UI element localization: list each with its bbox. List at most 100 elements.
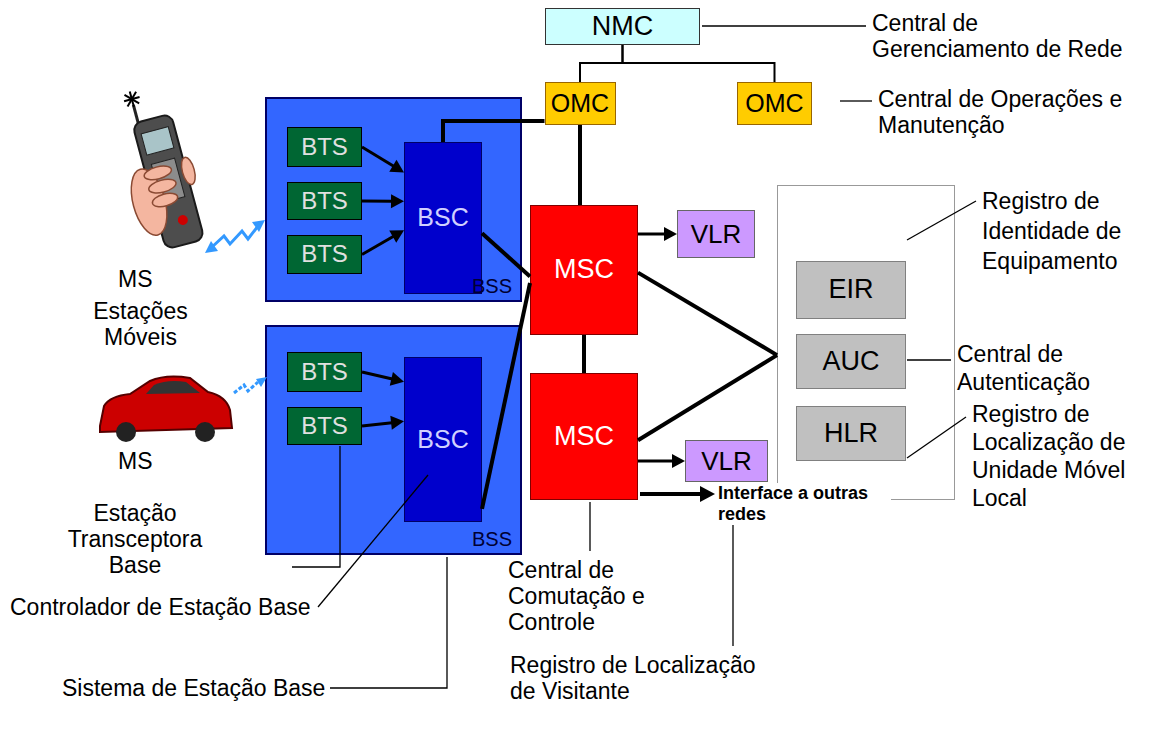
label-holder: Estações Móveis <box>88 298 193 350</box>
mobile-phone-in-hand <box>105 81 213 255</box>
connector <box>482 283 530 509</box>
vlr-box: VLR <box>677 210 755 258</box>
label-holder: Central de Gerenciamento de Rede <box>872 10 1134 62</box>
connector-line <box>638 460 673 463</box>
star-ray <box>124 97 139 101</box>
connector-line <box>582 335 586 373</box>
node-label: BSC <box>417 426 468 454</box>
arrowhead <box>391 194 404 208</box>
phone-body <box>132 114 204 250</box>
phone-antenna <box>133 105 138 124</box>
callout-label: Central de Autenticação <box>957 340 1117 396</box>
node-label: NMC <box>592 12 654 42</box>
register-box: HLR <box>796 406 906 461</box>
bsc-box: BSC <box>404 357 482 522</box>
node-label: VLR <box>701 447 752 476</box>
hand-finger <box>147 177 177 196</box>
label-holder: Central de Operações e Manutenção <box>878 86 1140 138</box>
node-label: OMC <box>745 90 803 118</box>
interface-arrowhead <box>700 486 715 502</box>
callout-label: Registro de Identidade de Equipamento <box>982 186 1142 276</box>
connector <box>482 233 530 276</box>
star-ray <box>130 91 134 106</box>
phone-screen <box>141 127 174 155</box>
callout-label: MS <box>118 448 178 474</box>
register-box: AUC <box>796 334 906 389</box>
radio-link <box>234 377 267 393</box>
callout-label: Estação Transceptora Base <box>60 500 210 578</box>
leader-line <box>840 100 872 101</box>
label-holder: Sistema de Estação Base <box>62 675 342 701</box>
callout-label: Central de Gerenciamento de Rede <box>872 10 1134 62</box>
connector <box>638 454 685 468</box>
connector-line <box>482 283 530 509</box>
bts-box: BTS <box>287 235 362 274</box>
interface-arrow <box>640 486 715 502</box>
omc-box: OMC <box>737 82 812 125</box>
node-label: AUC <box>822 347 879 377</box>
arrowhead <box>390 416 404 430</box>
interface-arrow-line <box>640 492 701 496</box>
connector-line <box>578 125 582 205</box>
connector-line <box>443 121 545 142</box>
callout-label: Estações Móveis <box>88 298 193 350</box>
leader-line <box>907 359 951 360</box>
bsc-box: BSC <box>404 142 482 294</box>
bss-panel: BSSBTSBTSBTSBSC <box>265 97 522 302</box>
arrowhead <box>672 454 685 468</box>
connector <box>362 194 404 208</box>
signal-star <box>122 89 142 109</box>
arrowhead <box>389 160 404 173</box>
radio-link <box>205 220 265 253</box>
connector <box>580 125 581 205</box>
label-holder: MS <box>118 448 178 474</box>
connector-line <box>638 233 665 236</box>
leader-line <box>318 475 428 607</box>
label-holder: Registro de Localização de Visitante <box>510 652 772 704</box>
radio-arrowhead <box>252 220 265 232</box>
bts-box: BTS <box>287 352 362 392</box>
connector-line <box>580 45 623 82</box>
leader-line <box>292 446 340 567</box>
label-holder: Controlador de Estação Base <box>10 594 330 620</box>
radio-arrowhead <box>256 377 267 387</box>
callout-label: Registro de Localização de Visitante <box>510 652 772 704</box>
connector <box>362 416 404 430</box>
leader-line <box>907 417 966 458</box>
vlr-box: VLR <box>685 440 768 482</box>
leader-line <box>330 557 447 688</box>
leader-line <box>702 25 866 26</box>
hand-finger <box>143 164 173 183</box>
car-wheel <box>116 422 136 442</box>
phone-button <box>177 214 189 226</box>
callout-label: Central de Comutação e Controle <box>508 557 668 635</box>
node-label: HLR <box>824 419 878 449</box>
leader-line <box>907 201 976 240</box>
radio-arrowhead <box>205 241 218 253</box>
node-label: VLR <box>691 220 742 249</box>
bts-box: BTS <box>287 127 362 167</box>
label-holder: Central de Comutação e Controle <box>508 557 668 635</box>
connector <box>638 355 777 440</box>
nmc-box: NMC <box>545 8 700 45</box>
bts-box: BTS <box>287 182 362 220</box>
connector <box>623 45 775 82</box>
bts-box: BTS <box>287 407 362 445</box>
node-label: OMC <box>551 90 609 118</box>
car-window <box>146 381 200 394</box>
node-label: BSC <box>417 204 468 232</box>
leader-lines <box>292 26 976 688</box>
star-ray <box>124 92 139 107</box>
connector-line <box>362 147 394 166</box>
radio-zigzag <box>212 226 258 247</box>
msc-box: MSC <box>530 373 638 500</box>
connector-line <box>482 233 530 276</box>
register-box: EIR <box>796 261 906 319</box>
hand-thumb <box>179 156 198 186</box>
arrowhead <box>664 227 677 241</box>
callout-label: Registro de Localização de Unidade Móvel… <box>972 400 1142 512</box>
connector <box>362 230 404 254</box>
connector <box>443 121 545 142</box>
connector-line <box>638 273 777 356</box>
callout-label: Sistema de Estação Base <box>62 675 342 701</box>
